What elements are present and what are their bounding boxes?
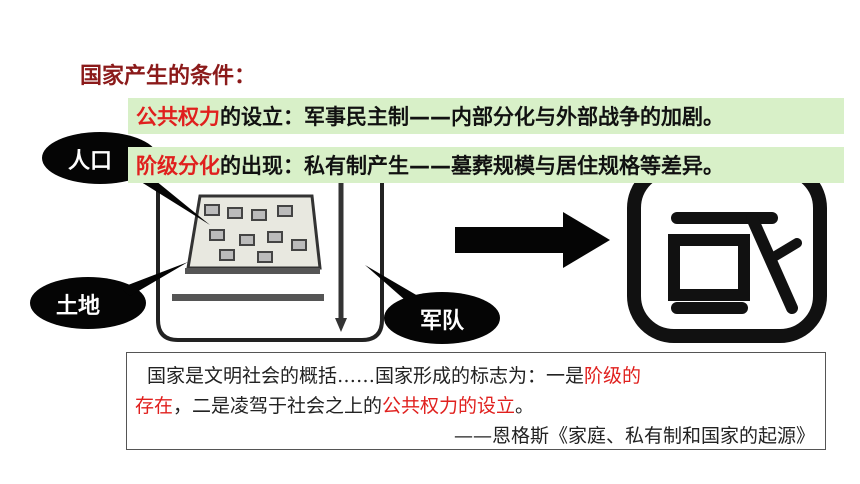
land-bubble bbox=[30, 277, 146, 329]
quote-line1-text: 国家是文明社会的概括……国家形成的标志为：一是 bbox=[147, 365, 585, 387]
quote-line2-highlight-1: 存在 bbox=[135, 395, 174, 417]
land-pointer bbox=[120, 262, 188, 296]
population-figures bbox=[204, 204, 307, 263]
highlight-class-division: 阶级分化 bbox=[136, 154, 220, 178]
population-label: 人口 bbox=[68, 149, 113, 174]
condition-text-2: 的出现：私有制产生——墓葬规模与居住规格等差异。 bbox=[220, 154, 724, 178]
quote-line2-text-a: ，二是凌驾于社会之上的 bbox=[173, 395, 383, 417]
land-label: 土地 bbox=[56, 294, 101, 319]
army-label: 军队 bbox=[420, 309, 465, 334]
quote-line1-highlight: 阶级的 bbox=[584, 365, 642, 387]
army-bubble bbox=[384, 292, 500, 344]
population-pointer bbox=[130, 172, 210, 225]
page-title: 国家产生的条件： bbox=[80, 64, 257, 89]
quote-line-1: 国家是文明社会的概括……国家形成的标志为：一是阶级的 bbox=[147, 361, 641, 388]
highlight-public-power: 公共权力 bbox=[136, 105, 220, 129]
condition-class-division: 阶级分化的出现：私有制产生——墓葬规模与居住规格等差异。 bbox=[128, 147, 844, 183]
quote-attribution: ——恩格斯《家庭、私有制和国家的起源》 bbox=[453, 425, 815, 447]
condition-public-power: 公共权力的设立：军事民主制——内部分化与外部战争的加剧。 bbox=[128, 98, 844, 134]
spear-tip bbox=[335, 318, 347, 332]
quote-line2-text-b: 。 bbox=[515, 395, 535, 417]
army-pointer bbox=[365, 265, 418, 300]
condition-text-1: 的设立：军事民主制——内部分化与外部战争的加剧。 bbox=[220, 105, 724, 129]
guo-ancient-glyph bbox=[627, 161, 827, 343]
quote-line-2: 存在，二是凌驾于社会之上的公共权力的设立。 bbox=[135, 391, 534, 418]
land-strip-2 bbox=[172, 294, 324, 301]
land-strip-1 bbox=[185, 268, 320, 274]
glyph-frame bbox=[156, 175, 384, 342]
engels-quote-box: 国家是文明社会的概括……国家形成的标志为：一是阶级的 存在，二是凌驾于社会之上的… bbox=[126, 352, 826, 450]
right-arrow-icon bbox=[455, 212, 610, 268]
quote-line2-highlight-2: 公共权力的设立 bbox=[382, 395, 516, 417]
